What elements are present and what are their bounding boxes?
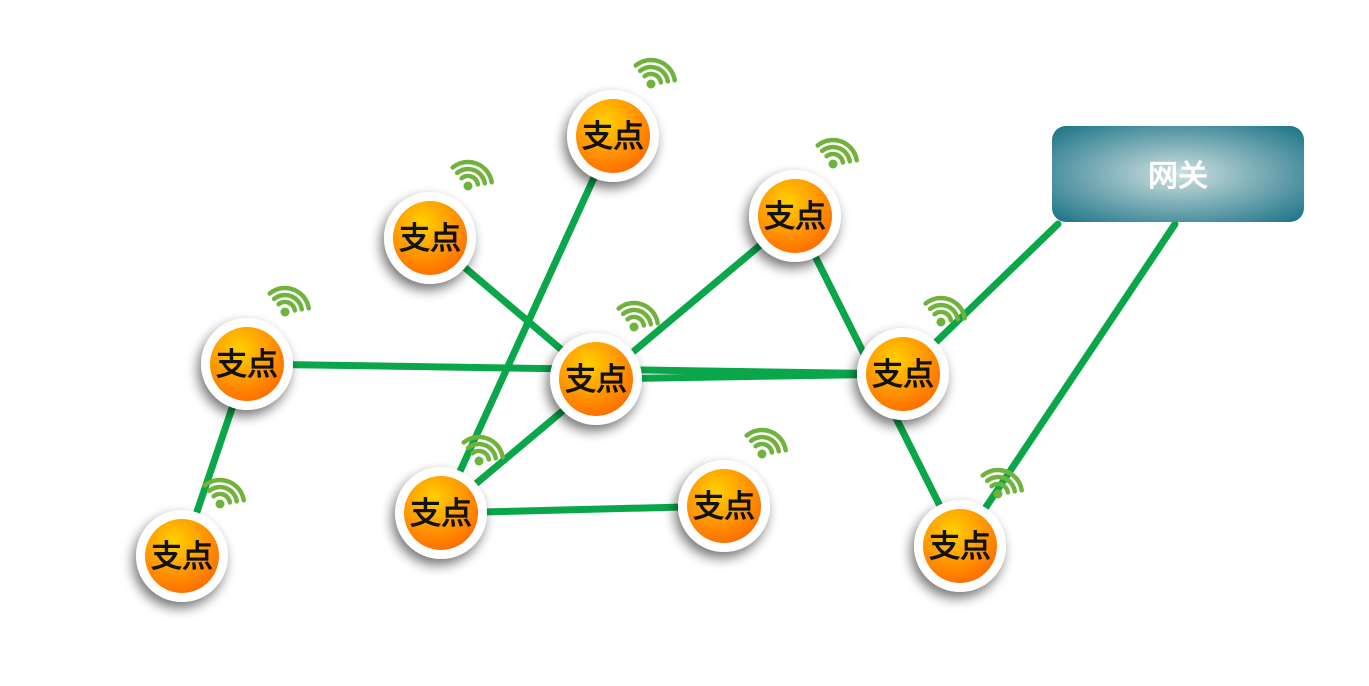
link-line	[592, 370, 907, 383]
link-line	[437, 502, 728, 517]
gateway-box: 网关	[1052, 126, 1304, 222]
wifi-signal-icon	[461, 434, 505, 466]
node-label: 支点	[410, 496, 472, 532]
node-label: 支点	[582, 119, 644, 155]
node-n9: 支点	[749, 137, 859, 262]
node-n2: 支点	[201, 285, 311, 410]
node-n10: 支点	[914, 467, 1024, 592]
wifi-signal-icon	[450, 159, 494, 191]
node-label: 支点	[151, 539, 213, 575]
node-n7: 支点	[678, 427, 788, 552]
wifi-signal-icon	[267, 285, 311, 317]
node-label: 支点	[693, 489, 755, 525]
node-core	[758, 179, 832, 253]
node-core	[559, 342, 633, 416]
node-label: 支点	[399, 221, 461, 257]
node-core	[145, 519, 219, 593]
node-label: 支点	[565, 362, 627, 398]
wifi-signal-icon	[980, 467, 1024, 499]
gateway-label: 网关	[1148, 159, 1208, 194]
link-line	[437, 132, 617, 517]
link-line	[956, 220, 1179, 550]
node-core	[393, 201, 467, 275]
node-n4: 支点	[550, 300, 660, 425]
node-label: 支点	[216, 347, 278, 383]
node-core	[866, 337, 940, 411]
node-core	[923, 509, 997, 583]
node-core	[576, 99, 650, 173]
node-n1: 支点	[136, 477, 246, 602]
node-core	[687, 469, 761, 543]
node-n3: 支点	[384, 159, 494, 284]
wifi-signal-icon	[633, 57, 677, 89]
node-label: 支点	[764, 199, 826, 235]
links-layer	[178, 132, 1179, 560]
node-n5: 支点	[567, 57, 677, 182]
node-label: 支点	[929, 529, 991, 565]
wifi-signal-icon	[815, 137, 859, 169]
wifi-signal-icon	[923, 295, 967, 327]
gateway-rect	[1052, 126, 1304, 222]
node-label: 支点	[872, 357, 934, 393]
node-core	[210, 327, 284, 401]
wifi-signal-icon	[202, 477, 246, 509]
wifi-signal-icon	[616, 300, 660, 332]
node-n6: 支点	[857, 295, 967, 420]
node-n8: 支点	[395, 434, 505, 559]
node-core	[404, 476, 478, 550]
wifi-signal-icon	[744, 427, 788, 459]
